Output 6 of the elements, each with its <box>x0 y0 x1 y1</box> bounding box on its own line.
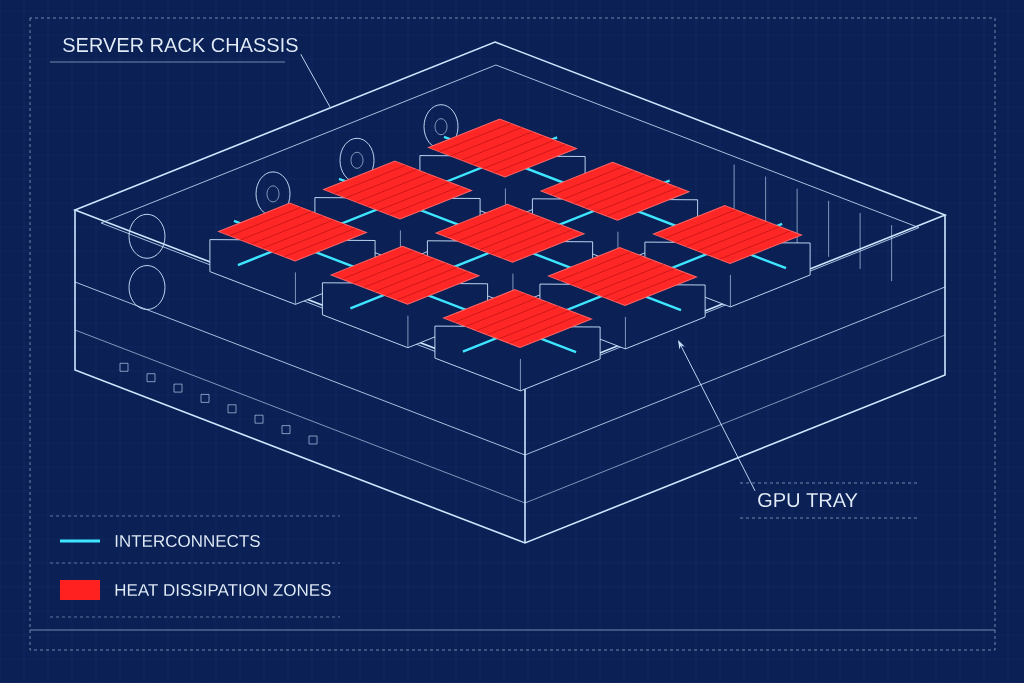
leader-line <box>300 53 331 108</box>
legend-text: HEAT DISSIPATION ZONES <box>115 584 331 596</box>
leader-line <box>678 340 756 492</box>
label-text: GPU TRAY <box>758 492 858 508</box>
legend-text: INTERCONNECTS <box>115 535 260 547</box>
label-text: SERVER RACK CHASSIS <box>63 37 298 53</box>
